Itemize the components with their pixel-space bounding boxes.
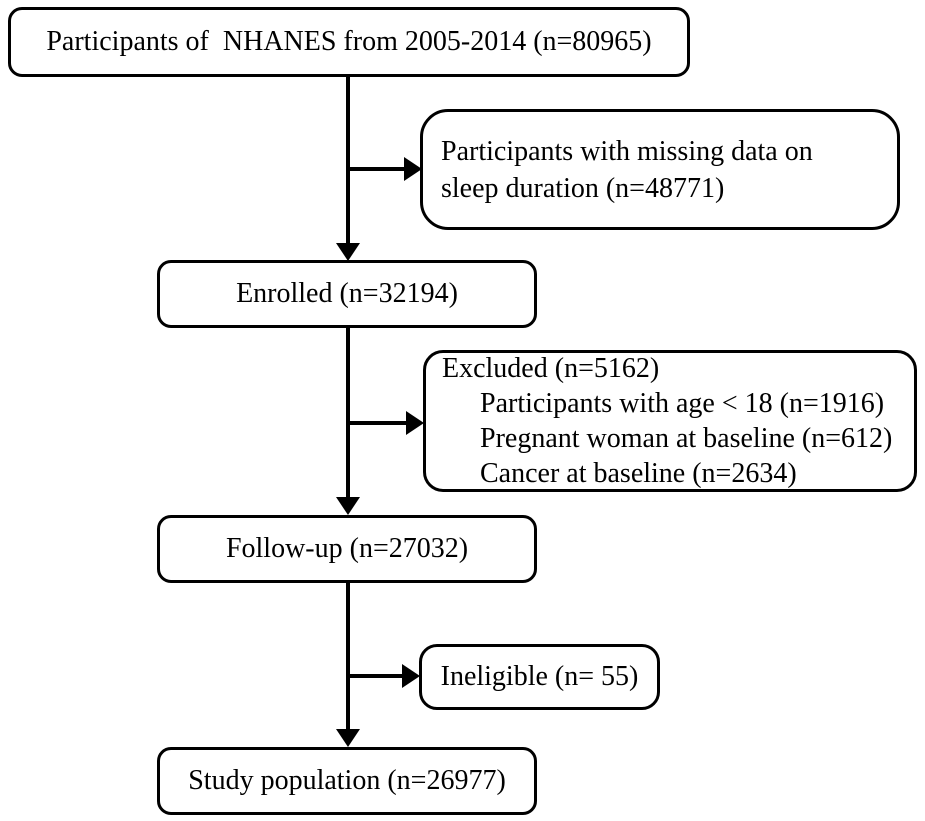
node-missing-sleep-data: Participants with missing data on sleep … <box>420 109 900 230</box>
node-ineligible-label: Ineligible (n= 55) <box>440 661 639 692</box>
node-excluded-item-cancer: Cancer at baseline (n=2634) <box>480 458 797 489</box>
connector-branch-to-missing <box>348 167 406 171</box>
connector-branch-to-ineligible <box>348 674 404 678</box>
node-study-population: Study population (n=26977) <box>157 747 537 815</box>
node-excluded-item-age: Participants with age < 18 (n=1916) <box>480 388 885 419</box>
node-enrolled: Enrolled (n=32194) <box>157 260 537 328</box>
arrowhead-right-icon <box>406 411 424 435</box>
arrowhead-down-icon <box>336 243 360 261</box>
arrowhead-right-icon <box>402 664 420 688</box>
node-missing-sleep-data-line2: sleep duration (n=48771) <box>441 172 725 204</box>
connector-enrolled-to-followup <box>346 328 350 498</box>
node-excluded: Excluded (n=5162) Participants with age … <box>423 350 917 492</box>
node-excluded-title: Excluded (n=5162) <box>442 353 660 384</box>
node-study-population-label: Study population (n=26977) <box>188 765 506 796</box>
node-nhanes-participants: Participants of NHANES from 2005-2014 (n… <box>8 7 690 77</box>
node-nhanes-participants-label: Participants of NHANES from 2005-2014 (n… <box>46 26 652 57</box>
node-enrolled-label: Enrolled (n=32194) <box>236 278 458 309</box>
node-excluded-item-pregnant: Pregnant woman at baseline (n=612) <box>480 423 893 454</box>
arrowhead-down-icon <box>336 729 360 747</box>
node-follow-up: Follow-up (n=27032) <box>157 515 537 583</box>
node-follow-up-label: Follow-up (n=27032) <box>225 533 469 564</box>
arrowhead-down-icon <box>336 497 360 515</box>
connector-branch-to-excluded <box>348 421 408 425</box>
connector-followup-to-study <box>346 583 350 730</box>
node-ineligible: Ineligible (n= 55) <box>419 644 660 710</box>
connector-nhanes-to-enrolled <box>346 77 350 244</box>
arrowhead-right-icon <box>404 157 422 181</box>
node-missing-sleep-data-line1: Participants with missing data on <box>441 135 813 167</box>
